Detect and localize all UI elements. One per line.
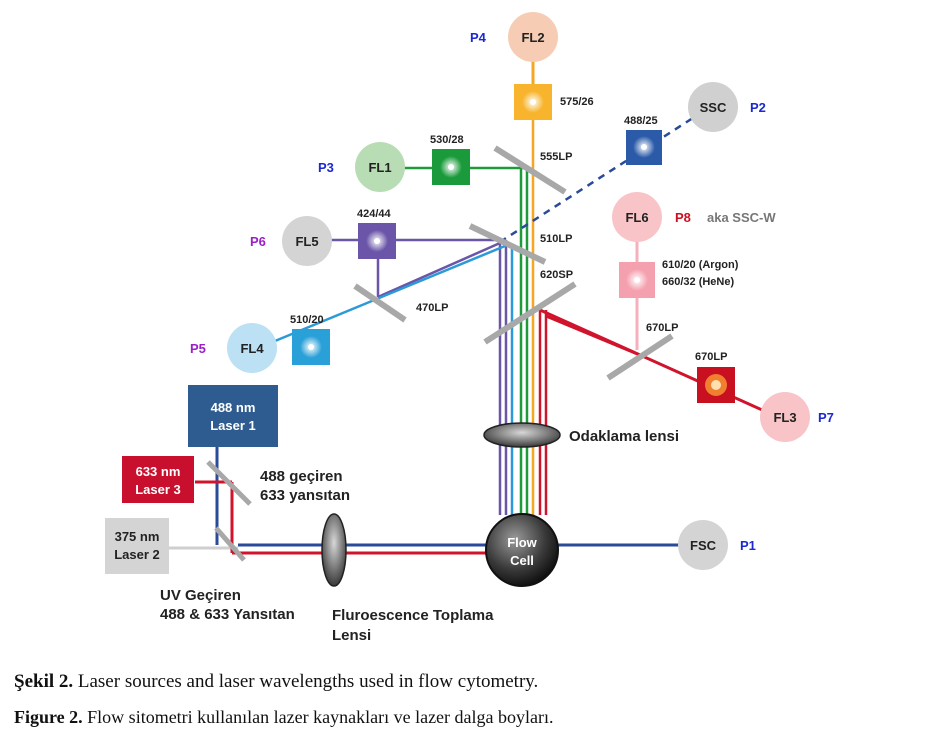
- label-collection-lens-line1: Fluroescence Toplama: [332, 607, 494, 624]
- caption-english: Figure 2. Flow sitometri kullanılan laze…: [14, 707, 554, 728]
- detector-ssc: [688, 82, 738, 132]
- label-dichroic1-line2: 633 yansıtan: [260, 487, 350, 504]
- detector-fsc: [678, 520, 728, 570]
- caption-turkish-label: Şekil 2.: [14, 671, 74, 692]
- beam-470-diag: [377, 241, 501, 299]
- label-focusing-lens: Odaklama lensi: [569, 428, 679, 445]
- label-424-44: 424/44: [357, 208, 392, 220]
- laser-3-wavelength: 633 nm: [136, 464, 181, 479]
- beam-ssc: [499, 105, 711, 244]
- label-555lp: 555LP: [540, 151, 572, 163]
- flow-cell-label-2: Cell: [510, 553, 534, 568]
- flow-cell: [485, 513, 559, 587]
- laser-1-box: [188, 385, 278, 447]
- laser-1-wavelength: 488 nm: [211, 400, 256, 415]
- beam-fl3-1: [539, 308, 781, 420]
- flow-cell-label-1: Flow: [507, 535, 537, 550]
- mirror-510lp: [468, 223, 547, 265]
- label-610-20: 610/20 (Argon): [662, 259, 739, 271]
- focusing-lens: [483, 422, 561, 448]
- laser-3-box: [122, 456, 194, 503]
- laser-2-box: [105, 518, 169, 574]
- detector-fl2-label: FL2: [521, 30, 544, 45]
- label-510lp: 510LP: [540, 233, 572, 245]
- label-670lp-filter: 670LP: [695, 351, 727, 363]
- flow-cytometer-diagram: Flow Cell 488 nm Laser 1 633 nm Laser 3 …: [105, 12, 834, 644]
- detector-fl5-label: FL5: [295, 234, 318, 249]
- param-p5: P5: [190, 341, 206, 356]
- param-p3: P3: [318, 160, 334, 175]
- caption-english-label: Figure 2.: [14, 707, 83, 727]
- filter-510-20: [292, 329, 330, 365]
- caption-turkish-text: Laser sources and laser wavelengths used…: [73, 671, 539, 692]
- detector-fl6: [612, 192, 662, 242]
- mirror-dichroic2: [214, 526, 246, 562]
- detector-fsc-label: FSC: [690, 538, 717, 553]
- mirror-620sp: [483, 281, 577, 345]
- filter-575-26: [514, 84, 552, 120]
- mirror-670lp: [606, 333, 674, 381]
- laser-1-name: Laser 1: [210, 418, 256, 433]
- mirror-dichroic1: [206, 460, 252, 506]
- detector-fl2: [508, 12, 558, 62]
- caption-english-text: Flow sitometri kullanılan lazer kaynakla…: [82, 707, 554, 727]
- label-660-32: 660/32 (HeNe): [662, 276, 734, 288]
- param-p2: P2: [750, 100, 766, 115]
- laser-2-wavelength: 375 nm: [115, 529, 160, 544]
- detector-fl3: [760, 392, 810, 442]
- param-p1: P1: [740, 538, 756, 553]
- label-470lp: 470LP: [416, 302, 448, 314]
- label-530-28: 530/28: [430, 134, 464, 146]
- detector-fl6-label: FL6: [625, 210, 648, 225]
- filter-424-44: [358, 223, 396, 259]
- laser-2-name: Laser 2: [114, 547, 160, 562]
- filter-488-25: [626, 130, 662, 165]
- collection-lens: [321, 513, 347, 587]
- filter-670lp: [697, 367, 735, 403]
- label-670lp-mirror: 670LP: [646, 322, 678, 334]
- label-620sp: 620SP: [540, 269, 573, 281]
- mirror-470lp: [353, 283, 407, 323]
- label-510-20: 510/20: [290, 314, 324, 326]
- laser-3-name: Laser 3: [135, 482, 181, 497]
- detector-fl5: [282, 216, 332, 266]
- filter-610-660: [619, 262, 655, 298]
- beam-fl3-2: [545, 314, 641, 357]
- label-575-26: 575/26: [560, 96, 594, 108]
- filter-530-28: [432, 149, 470, 185]
- param-p8-note: aka SSC-W: [707, 210, 776, 225]
- detector-fl4-label: FL4: [240, 341, 264, 356]
- label-collection-lens-line2: Lensi: [332, 627, 371, 644]
- param-p6: P6: [250, 234, 266, 249]
- label-dichroic1-line1: 488 geçiren: [260, 468, 343, 485]
- param-p4: P4: [470, 30, 487, 45]
- detector-ssc-label: SSC: [700, 100, 727, 115]
- detector-fl3-label: FL3: [773, 410, 796, 425]
- param-p7: P7: [818, 410, 834, 425]
- mirror-555lp: [493, 145, 567, 195]
- label-488-25: 488/25: [624, 115, 658, 127]
- detector-fl1: [355, 142, 405, 192]
- detector-fl1-label: FL1: [368, 160, 391, 175]
- param-p8: P8: [675, 210, 691, 225]
- detector-fl4: [227, 323, 277, 373]
- label-dichroic2-line2: 488 & 633 Yansıtan: [160, 606, 295, 623]
- label-dichroic2-line1: UV Geçiren: [160, 587, 241, 604]
- caption-turkish: Şekil 2. Laser sources and laser wavelen…: [14, 671, 538, 693]
